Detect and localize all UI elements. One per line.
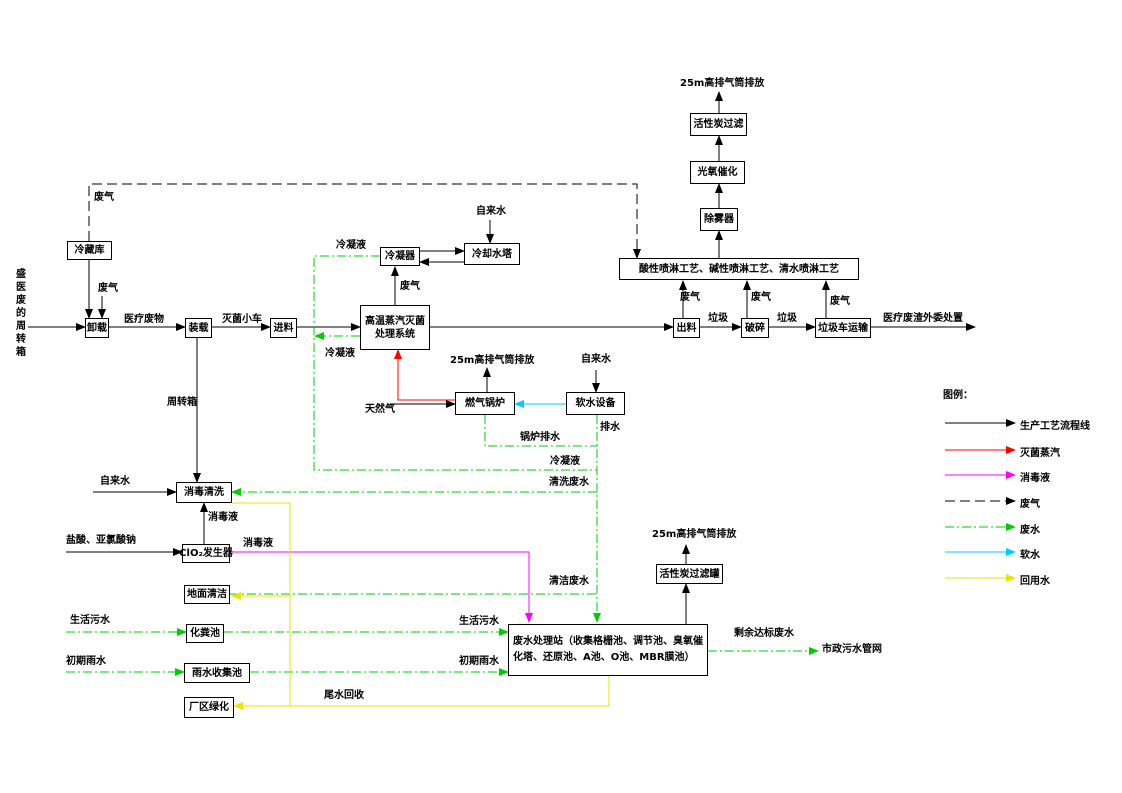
wwtp-box: 废水处理站（收集格栅池、调节池、臭氧催化塔、还原池、A池、O池、MBR膜池） <box>508 624 708 676</box>
steam-line <box>394 349 455 401</box>
disinfectant-up-label: 消毒液 <box>208 512 238 523</box>
sterilizer-box: 高温蒸汽灭菌 处理系统 <box>360 305 430 350</box>
legend-lines <box>945 419 1016 582</box>
tap-water-softener-label: 自来水 <box>581 354 611 365</box>
tailwater-reuse-label: 尾水回收 <box>324 690 364 701</box>
tap-water-wash-label: 自来水 <box>100 476 130 487</box>
waste-gas-lines <box>88 183 641 259</box>
activated-carbon-tank-box: 活性炭过滤罐 <box>656 564 723 584</box>
waste-gas-unload-label: 废气 <box>98 283 118 294</box>
septic-tank-box: 化粪池 <box>186 624 224 643</box>
condensate-left-label: 冷凝液 <box>325 348 355 359</box>
exhaust-wwtp-label: 25m高排气筒排放 <box>652 529 737 540</box>
legend-item-reuse-water: 回用水 <box>1020 576 1050 587</box>
legend-item-wastewater: 废水 <box>1020 525 1040 536</box>
legend-item-disinfectant: 消毒液 <box>1020 473 1050 484</box>
disinfect-wash-box: 消毒清洗 <box>176 482 232 503</box>
scrubber-box: 酸性喷淋工艺、碱性喷淋工艺、清水喷淋工艺 <box>619 258 859 280</box>
crusher-box: 破碎 <box>741 318 769 338</box>
boiler-blowdown-label: 锅炉排水 <box>520 432 560 443</box>
remaining-effluent-label: 剩余达标废水 <box>734 628 794 639</box>
exhaust-boiler-label: 25m高排气筒排放 <box>450 355 535 366</box>
hcl-naclo2-label: 盐酸、亚氯酸钠 <box>66 535 136 546</box>
reuse-water-lines <box>231 502 610 710</box>
unload-box: 卸载 <box>85 318 109 338</box>
waste-gas-crusher-label: 废气 <box>751 292 771 303</box>
garbage-1-label: 垃圾 <box>708 313 728 324</box>
waste-gas-discharge-label: 废气 <box>680 292 700 303</box>
legend-item-process: 生产工艺流程线 <box>1020 421 1090 432</box>
garbage-truck-box: 垃圾车运输 <box>815 318 871 338</box>
cooling-tower-box: 冷却水塔 <box>464 243 520 265</box>
gas-boiler-box: 燃气锅炉 <box>455 392 515 415</box>
rain-tank-box: 雨水收集池 <box>184 663 250 683</box>
waste-gas-truck-label: 废气 <box>830 296 850 307</box>
disinfectant-line <box>230 551 533 623</box>
garbage-2-label: 垃圾 <box>777 313 797 324</box>
natural-gas-label: 天然气 <box>365 404 395 415</box>
medical-waste-label: 医疗废物 <box>124 314 164 325</box>
feed-box: 进料 <box>270 318 297 338</box>
drain-label: 排水 <box>600 422 620 433</box>
domestic-sewage-in-label: 生活污水 <box>70 615 110 626</box>
discharge-box: 出料 <box>673 318 700 338</box>
floor-cleaning-box: 地面清洁 <box>184 585 230 604</box>
waste-gas-sterilizer-label: 废气 <box>400 281 420 292</box>
exhaust-top-label: 25m高排气筒排放 <box>680 78 765 89</box>
outsourced-label: 医疗废渣外委处置 <box>883 313 963 324</box>
cold-storage-box: 冷藏库 <box>67 241 112 260</box>
legend-item-steam: 灭菌蒸汽 <box>1020 448 1060 459</box>
sterile-cart-label: 灭菌小车 <box>222 314 262 325</box>
sterilizer-line2: 处理系统 <box>375 328 415 340</box>
sterilizer-line1: 高温蒸汽灭菌 <box>365 315 425 327</box>
initial-rain-mid-label: 初期雨水 <box>459 656 499 667</box>
legend-item-waste-gas: 废气 <box>1020 499 1040 510</box>
main-process-flow <box>28 91 976 624</box>
initial-rain-in-label: 初期雨水 <box>66 656 106 667</box>
condensate-top-label: 冷凝液 <box>336 240 366 251</box>
softener-box: 软水设备 <box>566 392 625 415</box>
tap-water-tower-label: 自来水 <box>476 206 506 217</box>
waste-gas-cold-label: 废气 <box>94 192 114 203</box>
photo-oxidation-box: 光氧催化 <box>690 161 745 184</box>
condensate-bus-label: 冷凝液 <box>550 456 580 467</box>
clo2-generator-box: ClO₂发生器 <box>179 544 233 563</box>
source-label: 盛医废的周转箱 <box>16 269 26 358</box>
wash-wastewater-label: 清洗废水 <box>549 477 589 488</box>
municipal-sewer-label: 市政污水管网 <box>822 644 882 655</box>
greening-box: 厂区绿化 <box>184 697 234 718</box>
demister-box: 除雾器 <box>700 208 738 231</box>
activated-carbon-top-box: 活性炭过滤 <box>690 113 747 136</box>
load-box: 装载 <box>185 318 212 338</box>
cleaning-wastewater-label: 清洁废水 <box>549 576 589 587</box>
legend-item-soft-water: 软水 <box>1020 550 1040 561</box>
legend-title: 图例： <box>943 390 973 401</box>
wastewater-lines <box>66 255 819 676</box>
turnover-box-label: 周转箱 <box>167 397 197 408</box>
condenser-box: 冷凝器 <box>380 247 420 266</box>
domestic-sewage-mid-label: 生活污水 <box>459 616 499 627</box>
disinfectant-right-label: 消毒液 <box>243 538 273 549</box>
